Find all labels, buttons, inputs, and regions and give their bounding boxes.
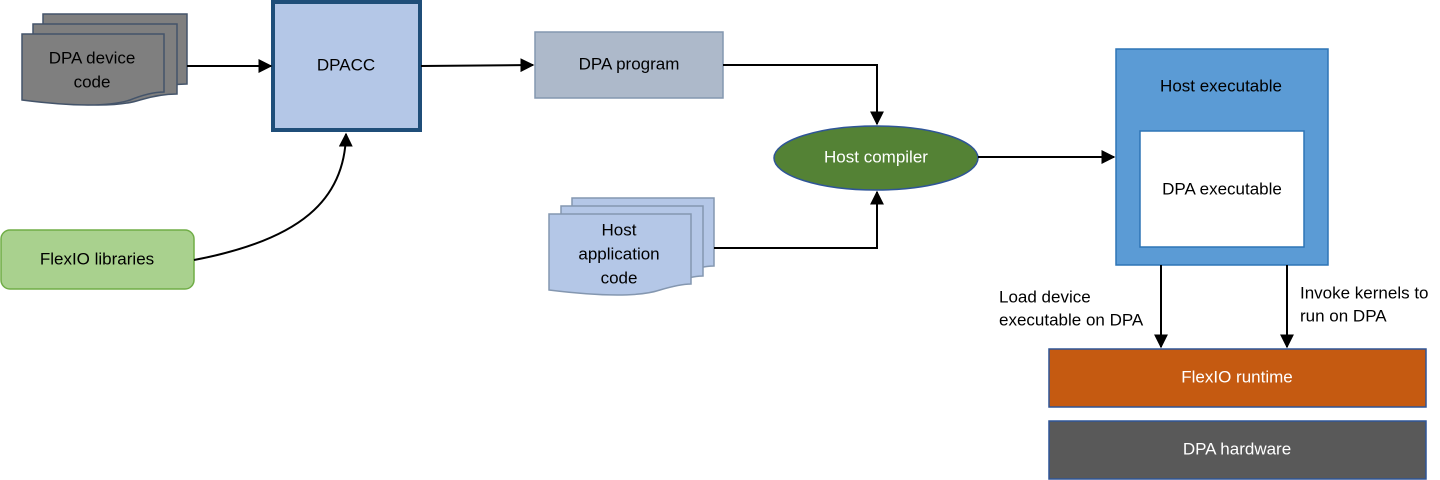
dpacc-box bbox=[271, 0, 422, 132]
edge-label-load-line2: executable on DPA bbox=[999, 310, 1144, 329]
edge-flexio-libraries-to-dpacc bbox=[193, 132, 353, 261]
dpa-hardware-box bbox=[1048, 420, 1427, 480]
host-compiler-label: Host compiler bbox=[824, 147, 928, 166]
dpacc-node: DPACC bbox=[271, 0, 422, 132]
edge-label-load-line1: Load device bbox=[999, 287, 1091, 306]
edge-label-invoke-line2: run on DPA bbox=[1300, 306, 1387, 325]
host-executable-node: Host executable DPA executable bbox=[1115, 48, 1329, 266]
dpacc-label: DPACC bbox=[317, 55, 375, 74]
flexio-libraries-label: FlexIO libraries bbox=[40, 249, 154, 268]
dpa-program-box bbox=[534, 31, 724, 99]
edge-label-load-device-executable: Load device executable on DPA bbox=[999, 287, 1144, 329]
dpa-device-code-node: DPA device code bbox=[21, 13, 188, 106]
host-application-code-doc-front bbox=[548, 213, 692, 296]
dpa-executable-box bbox=[1139, 130, 1305, 248]
host-application-code-node: Host application code bbox=[548, 197, 715, 296]
dpa-device-code-label-line1: DPA device bbox=[49, 48, 136, 67]
flexio-runtime-node: FlexIO runtime bbox=[1048, 348, 1427, 408]
dpa-program-node: DPA program bbox=[534, 31, 724, 99]
edge-label-invoke-kernels: Invoke kernels to run on DPA bbox=[1300, 283, 1429, 325]
dpa-device-code-doc-front bbox=[21, 33, 165, 106]
host-application-code-label-line2: application bbox=[578, 244, 659, 263]
edge-host-app-code-to-host-compiler bbox=[714, 190, 884, 249]
host-compiler-node: Host compiler bbox=[773, 125, 979, 191]
dpa-hardware-node: DPA hardware bbox=[1048, 420, 1427, 480]
dpa-executable-label: DPA executable bbox=[1162, 179, 1282, 198]
edge-label-invoke-line1: Invoke kernels to bbox=[1300, 283, 1429, 302]
flexio-runtime-label: FlexIO runtime bbox=[1181, 367, 1292, 386]
edge-dpacc-to-dpa-program bbox=[420, 58, 535, 73]
host-application-code-label-line3: code bbox=[601, 268, 638, 287]
dpa-program-label: DPA program bbox=[579, 54, 680, 73]
host-application-code-label-line1: Host bbox=[602, 220, 637, 239]
edge-dpa-program-to-host-compiler bbox=[723, 64, 884, 126]
host-executable-label: Host executable bbox=[1160, 76, 1282, 95]
flexio-runtime-box bbox=[1048, 348, 1427, 408]
dpa-hardware-label: DPA hardware bbox=[1183, 439, 1291, 458]
dpa-device-code-label-line2: code bbox=[74, 72, 111, 91]
flexio-libraries-node: FlexIO libraries bbox=[0, 229, 195, 290]
